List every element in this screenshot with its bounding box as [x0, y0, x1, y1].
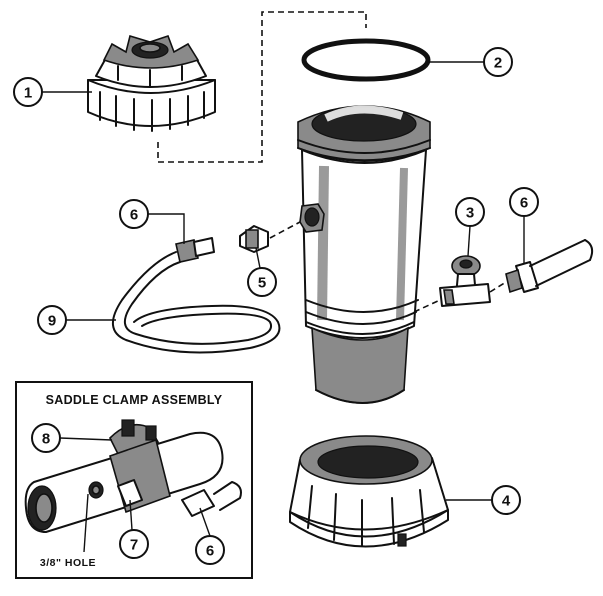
- o-ring-part: [301, 38, 431, 82]
- cap-part: [87, 34, 216, 132]
- svg-text:2: 2: [494, 55, 502, 72]
- valve-part: [439, 255, 491, 307]
- callout-6-inset: 6: [195, 507, 225, 565]
- inset-title: SADDLE CLAMP ASSEMBLY: [46, 393, 223, 407]
- callout-2: 2: [428, 47, 513, 77]
- alignment-line-6: [489, 281, 507, 293]
- callout-1: 1: [13, 77, 92, 107]
- hole-leader: [83, 493, 89, 553]
- canister-body-part: [297, 105, 431, 404]
- saddle-clamp-inset: SADDLE CLAMP ASSEMBLY 3/8" HOLE: [15, 381, 253, 579]
- alignment-line-5: [269, 221, 301, 239]
- svg-text:9: 9: [48, 313, 56, 330]
- callout-5: 5: [247, 247, 277, 297]
- svg-text:6: 6: [206, 543, 214, 560]
- svg-text:3: 3: [466, 205, 474, 222]
- base-stand-part: [289, 435, 449, 548]
- svg-text:6: 6: [520, 195, 528, 212]
- fitting-tube-part-6-right: [505, 239, 594, 294]
- callout-9: 9: [37, 305, 116, 335]
- callout-7: 7: [119, 499, 149, 559]
- assembly-dashed-line: [157, 11, 367, 163]
- callout-3: 3: [455, 197, 485, 257]
- callout-6-top-left: 6: [119, 199, 185, 244]
- svg-text:7: 7: [130, 537, 138, 554]
- svg-text:5: 5: [258, 275, 266, 292]
- hole-label: 3/8" HOLE: [40, 557, 96, 569]
- svg-text:8: 8: [42, 431, 50, 448]
- fitting-part-5: [239, 225, 269, 253]
- callout-4: 4: [446, 485, 521, 515]
- svg-text:6: 6: [130, 207, 138, 224]
- callout-8: 8: [31, 423, 113, 453]
- callout-6-top-right: 6: [509, 187, 539, 264]
- tubing-coil-part-9: [112, 237, 281, 354]
- alignment-line-3: [413, 299, 441, 313]
- svg-text:4: 4: [502, 493, 511, 510]
- svg-text:1: 1: [24, 85, 32, 102]
